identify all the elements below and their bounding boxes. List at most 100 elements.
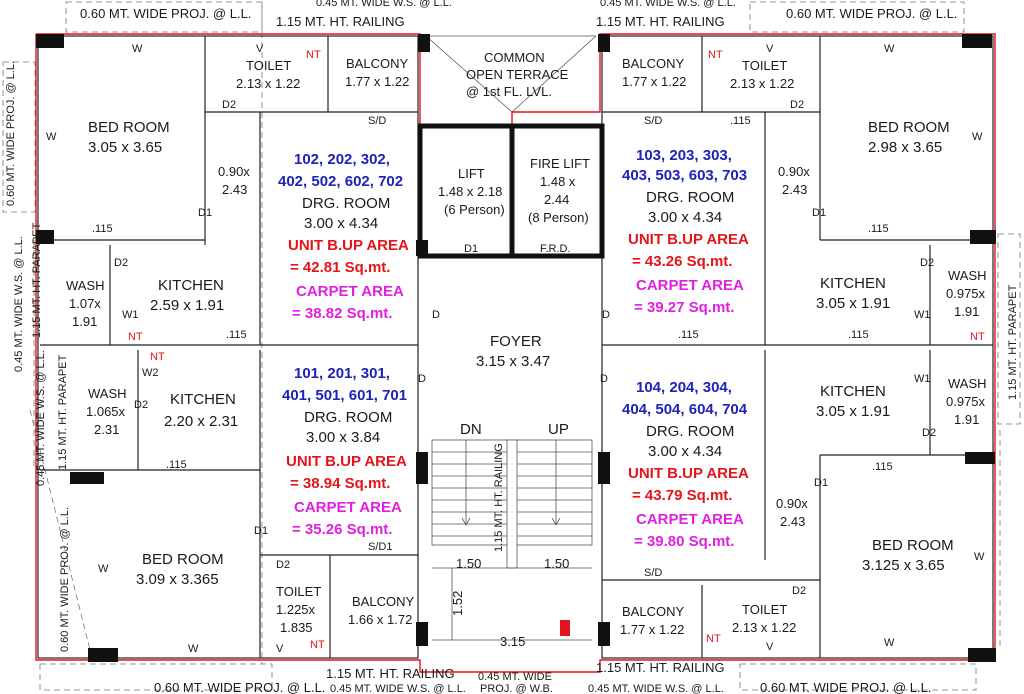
ws-top-left-label: 0.45 MT. WIDE W.S. @ L.L. — [316, 0, 452, 9]
window-mark: W — [972, 131, 983, 143]
stair-dim-4: 3.15 — [500, 634, 525, 649]
parapet-left-1-label: 1.15 MT. HT. PARAPET — [31, 222, 43, 338]
balcony-tr-size: 1.77 x 1.22 — [622, 74, 686, 89]
balcony-br-name: BALCONY — [622, 604, 684, 619]
foyer-size: 3.15 x 3.47 — [476, 353, 550, 370]
unit-br-room: DRG. ROOM — [646, 423, 734, 440]
door-mark-d1: D1 — [254, 525, 268, 537]
bed-tl-size: 3.05 x 3.65 — [88, 139, 162, 156]
toilet-tr-size: 2.13 x 1.22 — [730, 76, 794, 91]
window-mark: W — [974, 551, 985, 563]
unit-bl-bup: UNIT B.UP AREA — [286, 453, 407, 470]
unit-tr-size: 3.00 x 4.34 — [648, 209, 722, 226]
unit-br-nums2: 404, 504, 604, 704 — [622, 401, 748, 418]
unit-tl-size: 3.00 x 4.34 — [304, 215, 378, 232]
proj-top-left-label: 0.60 MT. WIDE PROJ. @ L.L. — [80, 6, 251, 21]
window-size-mark: 2.43 — [782, 182, 807, 197]
walls — [37, 35, 994, 659]
fire-lift-name: FIRE LIFT — [530, 156, 590, 171]
unit-br-size: 3.00 x 4.34 — [648, 443, 722, 460]
bed-bl-name: BED ROOM — [142, 551, 224, 568]
vent-mark: V — [256, 43, 264, 55]
window-mark: W — [188, 643, 199, 655]
unit-bl-bup-val: = 38.94 Sq.mt. — [290, 475, 390, 492]
fire-lift-cap: (8 Person) — [528, 210, 589, 225]
unit-tl-bup: UNIT B.UP AREA — [288, 237, 409, 254]
window-size-mark: 0.90x — [218, 164, 250, 179]
balcony-tl-name: BALCONY — [346, 56, 408, 71]
lift-name: LIFT — [458, 166, 485, 181]
door-mark-d: D — [432, 309, 440, 321]
toilet-tl-size: 2.13 x 1.22 — [236, 76, 300, 91]
wash-br-s2: 1.91 — [954, 412, 979, 427]
staircase — [431, 439, 593, 641]
ws-bottom-right-label: 0.45 MT. WIDE W.S. @ L.L. — [588, 683, 724, 694]
door-mark-d: D — [600, 373, 608, 385]
unit-tl-carpet-val: = 38.82 Sq.mt. — [292, 305, 392, 322]
wash-bl-s2: 2.31 — [94, 422, 119, 437]
fire-lift-size1: 1.48 x — [540, 174, 576, 189]
stair-dim-1: 1.50 — [456, 556, 481, 571]
wall-thickness-mark: .115 — [226, 329, 247, 341]
door-mark-d2: D2 — [790, 99, 804, 111]
door-mark-d1: D1 — [814, 477, 828, 489]
door-mark-d2: D2 — [222, 99, 236, 111]
door-mark-d2: D2 — [792, 585, 806, 597]
proj-bottom-mid2-label: PROJ. @ W.B. — [480, 683, 553, 694]
window-size-mark: 0.90x — [778, 164, 810, 179]
balcony-br-size: 1.77 x 1.22 — [620, 622, 684, 637]
window-size-mark: 2.43 — [780, 514, 805, 529]
wash-tr-name: WASH — [948, 268, 987, 283]
stair-dn-label: DN — [460, 421, 482, 438]
unit-bl-carpet: CARPET AREA — [294, 499, 402, 516]
unit-br-carpet-val: = 39.80 Sq.mt. — [634, 533, 734, 550]
terrace-line3: @ 1st FL. LVL. — [466, 84, 552, 99]
unit-bl-carpet-val: = 35.26 Sq.mt. — [292, 521, 392, 538]
foyer-name: FOYER — [490, 333, 542, 350]
kitchen-tl-size: 2.59 x 1.91 — [150, 297, 224, 314]
unit-bl-nums1: 101, 201, 301, — [294, 365, 390, 382]
railing-stair-label: 1.15 MT. HT. RAILING — [493, 443, 505, 552]
vent-mark: V — [766, 43, 774, 55]
unit-tl: 102, 202, 302, 402, 502, 602, 702 DRG. R… — [278, 151, 409, 322]
wash-tl-s1: 1.07x — [69, 296, 101, 311]
toilet-br-name: TOILET — [742, 602, 787, 617]
parapet-left-2-label: 1.15 MT. HT. PARAPET — [57, 354, 69, 470]
wall-thickness-mark: .115 — [868, 223, 889, 235]
stair-up-label: UP — [548, 421, 569, 438]
proj-bottom-mid-label: 0.45 MT. WIDE — [478, 671, 552, 683]
unit-tr-nums2: 403, 503, 603, 703 — [622, 167, 747, 184]
unit-br-carpet: CARPET AREA — [636, 511, 744, 528]
kitchen-bl-name: KITCHEN — [170, 391, 236, 408]
stair-dim-2: 1.50 — [544, 556, 569, 571]
toilet-bl-s1: 1.225x — [276, 602, 316, 617]
window-mark-w2: W2 — [142, 367, 159, 379]
door-mark-d1: D1 — [464, 243, 478, 255]
unit-tr: 103, 203, 303, 403, 503, 603, 703 DRG. R… — [622, 147, 749, 316]
wash-br-s1: 0.975x — [946, 394, 986, 409]
vent-mark: V — [276, 643, 284, 655]
unit-tr-carpet-val: = 39.27 Sq.mt. — [634, 299, 734, 316]
wash-br-name: WASH — [948, 376, 987, 391]
vent-mark: V — [766, 641, 774, 653]
ws-bottom-left-label: 0.45 MT. WIDE W.S. @ L.L. — [330, 683, 466, 694]
stair-labels: DN UP 1.50 1.50 1.52 3.15 — [450, 421, 569, 649]
kitchen-tr-name: KITCHEN — [820, 275, 886, 292]
unit-tr-bup-val: = 43.26 Sq.mt. — [632, 253, 732, 270]
nt-mark: NT — [310, 639, 325, 651]
kitchen-br-name: KITCHEN — [820, 383, 886, 400]
toilet-bl-s2: 1.835 — [280, 620, 313, 635]
kitchen-bl-size: 2.20 x 2.31 — [164, 413, 238, 430]
door-mark-d2: D2 — [922, 427, 936, 439]
door-mark-d2: D2 — [276, 559, 290, 571]
unit-bl-size: 3.00 x 3.84 — [306, 429, 380, 446]
door-mark-d2: D2 — [920, 257, 934, 269]
unit-tl-nums2: 402, 502, 602, 702 — [278, 173, 403, 190]
bed-br-size: 3.125 x 3.65 — [862, 557, 945, 574]
sliding-door-mark: S/D — [368, 115, 386, 127]
window-size-mark: 0.90x — [776, 496, 808, 511]
unit-bl-room: DRG. ROOM — [304, 409, 392, 426]
window-mark-w1: W1 — [122, 309, 139, 321]
wash-tr-s2: 1.91 — [954, 304, 979, 319]
nt-mark: NT — [306, 49, 321, 61]
